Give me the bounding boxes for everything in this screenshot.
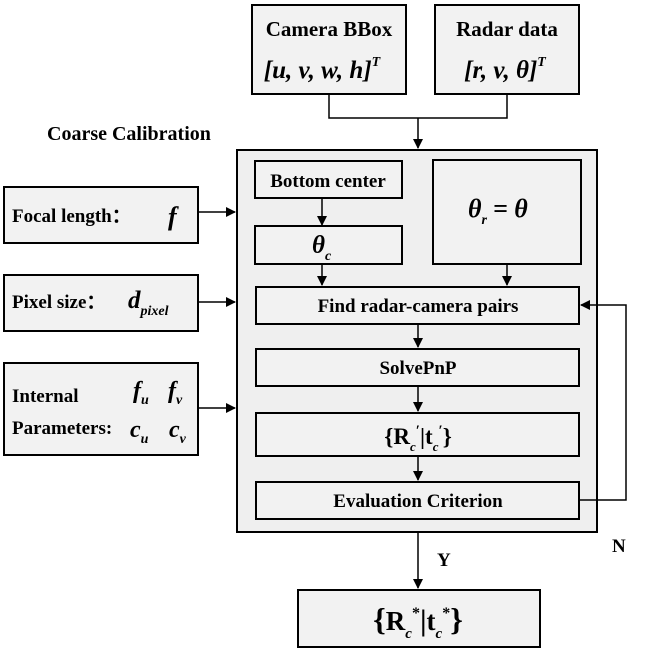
feedback-loop-line [579, 300, 627, 501]
rt-prime-box: {Rc′|tc′} [255, 412, 580, 457]
find-pairs-box: Find radar-camera pairs [255, 286, 580, 325]
find-pairs-label: Find radar-camera pairs [318, 296, 519, 317]
internal-parameters-box: Internal Parameters: fu fv cu cv [3, 362, 199, 456]
pixel-size-symbol: dpixel [128, 287, 169, 319]
theta-r-equation: θr= θ [468, 194, 528, 228]
theta-c-box: θc [254, 225, 403, 265]
feedback-no-label: N [612, 536, 626, 557]
theta-r-box: θr= θ [432, 159, 582, 265]
merge-connector [328, 94, 508, 119]
camera-bbox-vector: [u, v, w, h]T [264, 55, 382, 84]
result-box: {Rc*|tc*} [297, 589, 541, 648]
internal-label-line1: Internal [12, 386, 79, 407]
coarse-calibration-label: Coarse Calibration [47, 123, 211, 145]
camera-bbox-title: Camera BBox [266, 17, 393, 41]
result-expression: {Rc*|tc*} [373, 601, 463, 642]
radar-data-box: Radar data [r, v, θ]T [434, 4, 580, 95]
focal-length-label: Focal length： [12, 206, 131, 227]
rt-prime-expression: {Rc′|tc′} [384, 423, 452, 454]
internal-label-line2: Parameters: [12, 418, 112, 439]
pixel-size-box: Pixel size： dpixel [3, 274, 199, 332]
solvepnp-label: SolvePnP [379, 358, 456, 379]
focal-length-symbol: f [168, 202, 179, 231]
bottom-center-box: Bottom center [254, 160, 403, 199]
feedback-yes-label: Y [437, 550, 451, 571]
internal-cv: cv [169, 417, 187, 447]
radar-data-title: Radar data [456, 17, 558, 41]
bottom-center-label: Bottom center [270, 171, 386, 192]
evaluation-label: Evaluation Criterion [333, 491, 503, 512]
internal-fv: fv [168, 378, 183, 408]
internal-cu: cu [130, 417, 149, 447]
solvepnp-box: SolvePnP [255, 348, 580, 387]
pixel-size-label: Pixel size： [12, 292, 105, 313]
radar-data-vector: [r, v, θ]T [464, 55, 547, 84]
theta-c-symbol: θc [312, 232, 332, 264]
internal-fu: fu [133, 378, 149, 408]
evaluation-box: Evaluation Criterion [255, 481, 580, 520]
focal-length-box: Focal length： f [3, 186, 199, 244]
camera-bbox-box: Camera BBox [u, v, w, h]T [251, 4, 407, 95]
